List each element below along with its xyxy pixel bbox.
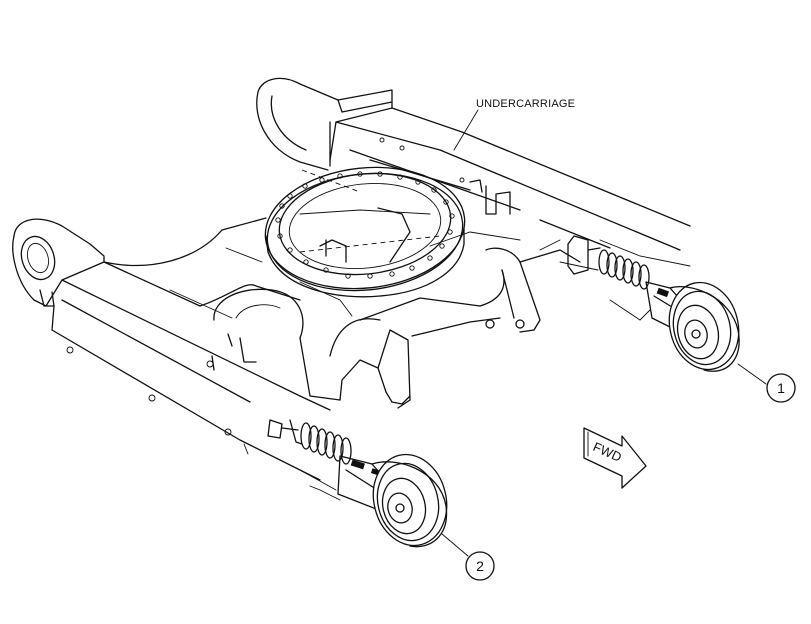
forward-direction-arrow: FWD: [583, 427, 647, 489]
undercarriage-label: UNDERCARRIAGE: [476, 98, 575, 110]
recoil-spring-2: [300, 422, 352, 465]
idler-assembly-1: [559, 235, 740, 372]
car-body: [103, 169, 581, 409]
idler-assembly-2: [267, 419, 448, 548]
rear-track-frame: [256, 77, 691, 267]
fwd-label: FWD: [591, 439, 624, 465]
callout-2: 2: [441, 533, 495, 581]
callout-number-2: 2: [476, 558, 484, 574]
callout-undercarriage: UNDERCARRIAGE: [453, 98, 575, 151]
callout-1: 1: [737, 363, 796, 403]
front-track-frame: [12, 218, 341, 501]
callout-number-1: 1: [777, 380, 785, 396]
recoil-spring-1: [598, 249, 650, 290]
swing-bearing: [264, 166, 466, 298]
bearing-bolts: [275, 171, 455, 279]
